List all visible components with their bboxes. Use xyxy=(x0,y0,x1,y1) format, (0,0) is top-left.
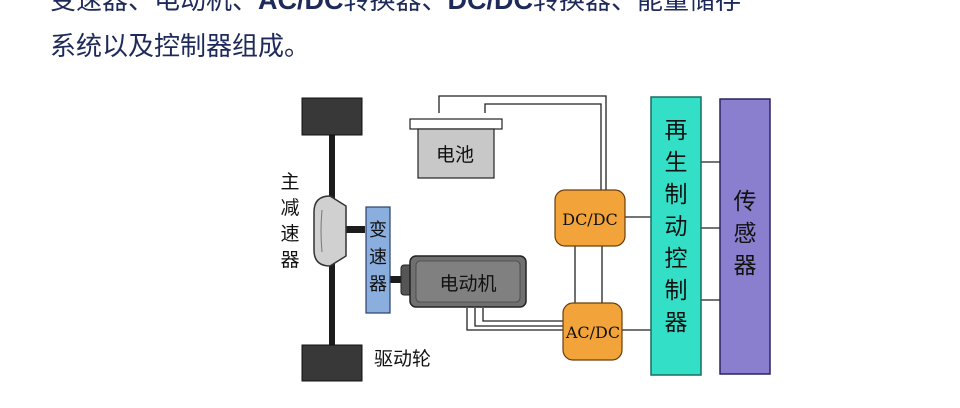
transmission-char-3: 器 xyxy=(369,274,387,295)
battery xyxy=(409,118,503,179)
transmission-box xyxy=(365,206,391,314)
sensor-box xyxy=(719,98,771,375)
intro-text-1: 变速器、电动机、 xyxy=(50,0,259,16)
transmission-char-2: 速 xyxy=(369,247,387,268)
sensor-char-3: 器 xyxy=(734,253,757,279)
wire-battery-dcdc-outer xyxy=(438,95,607,195)
regen-char-5: 控 xyxy=(665,246,688,272)
intro-acdc: AC/DC xyxy=(258,0,344,15)
battery-label: 电池 xyxy=(436,144,474,166)
drive-wheel-label: 驱动轮 xyxy=(374,348,431,370)
regen-char-6: 制 xyxy=(665,278,688,304)
intro-line-1: 变速器、电动机、AC/DC转换器、DC/DC转换器、能量储存 xyxy=(50,0,741,17)
main-reducer-char-2: 减 xyxy=(280,197,299,219)
main-reducer xyxy=(313,195,347,267)
regen-char-4: 动 xyxy=(665,214,688,240)
regen-char-7: 器 xyxy=(665,310,688,336)
transmission-motor-shaft xyxy=(389,276,411,283)
main-reducer-char-4: 器 xyxy=(280,249,299,271)
intro-text-3: 转换器、能量储存 xyxy=(533,0,742,16)
wire-motor-acdc-3 xyxy=(482,308,563,322)
acdc-label: AC/DC xyxy=(565,323,620,342)
transmission-char-1: 变 xyxy=(369,220,387,241)
regen-char-3: 制 xyxy=(665,182,688,208)
drive-wheel xyxy=(301,344,363,382)
regen-char-2: 生 xyxy=(665,150,688,176)
motor xyxy=(400,255,527,308)
intro-dcdc: DC/DC xyxy=(447,0,534,15)
transmission-label: 变速器 xyxy=(369,220,387,295)
motor-label: 电动机 xyxy=(439,273,496,295)
acdc-converter xyxy=(562,302,623,361)
wires xyxy=(438,95,720,331)
intro-line-2: 系统以及控制器组成。 xyxy=(50,32,311,62)
wire-motor-acdc-2 xyxy=(474,308,563,327)
main-reducer-char-3: 速 xyxy=(280,223,299,245)
main-reducer-label: 主减速器 xyxy=(280,171,299,271)
main-reducer-char-1: 主 xyxy=(280,171,299,193)
regen-controller-box xyxy=(650,96,702,376)
dcdc-label: DC/DC xyxy=(562,210,618,229)
reducer-transmission-shaft xyxy=(345,226,365,233)
regen-controller-label: 再生制动控制器 xyxy=(665,118,688,336)
sensor-char-2: 感 xyxy=(734,221,757,247)
intro-text-2: 转换器、 xyxy=(343,0,448,16)
sensor-label: 传感器 xyxy=(734,189,757,279)
sensor-char-1: 传 xyxy=(734,189,757,215)
regen-char-1: 再 xyxy=(665,118,688,144)
dcdc-converter xyxy=(554,189,626,247)
front-wheel xyxy=(301,97,363,136)
wire-battery-dcdc-inner xyxy=(484,103,602,195)
wire-motor-acdc-1 xyxy=(466,308,563,331)
